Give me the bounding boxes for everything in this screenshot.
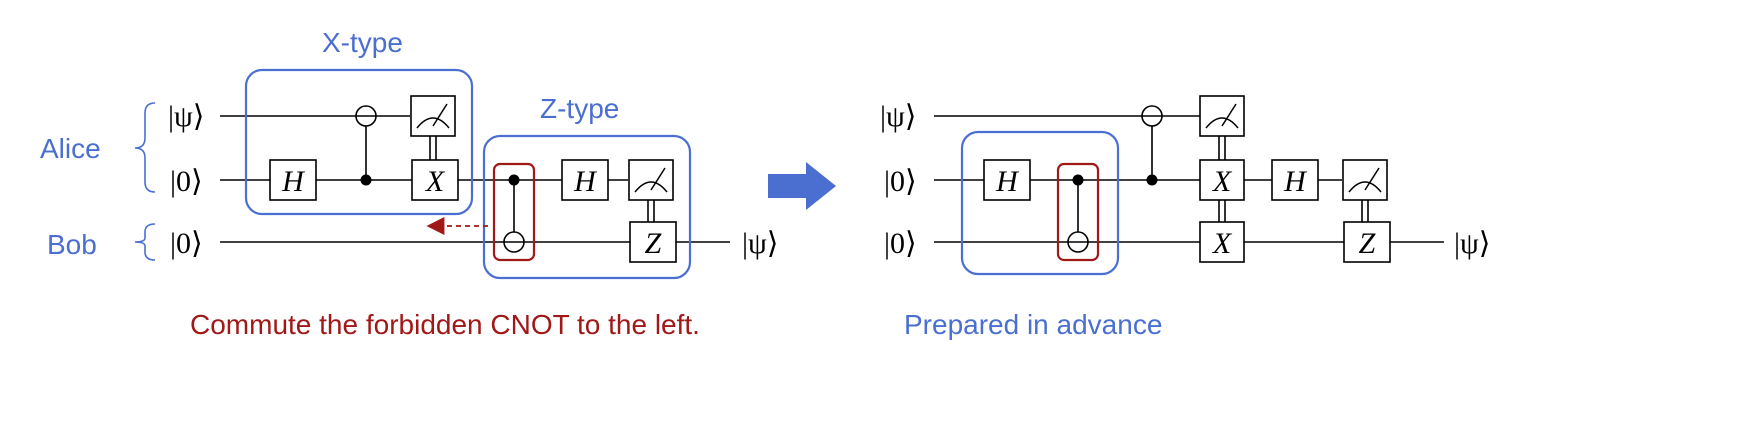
measure-icon (1199, 95, 1245, 137)
left-circuit: Alice Bob |ψ⟩ |0⟩ |0⟩ H (40, 27, 779, 340)
bob-label: Bob (47, 229, 97, 260)
big-right-arrow-icon (768, 162, 836, 210)
caption-left: Commute the forbidden CNOT to the left. (190, 309, 700, 340)
x-type-frame (244, 68, 474, 216)
prepared-cnot (1067, 174, 1089, 253)
h-gate-right-1: H (983, 159, 1031, 201)
alice-brace (134, 102, 156, 193)
svg-text:Z: Z (645, 227, 662, 260)
prepared-frame (960, 130, 1120, 276)
bob-brace (134, 223, 156, 261)
z-type-frame (482, 134, 692, 280)
svg-text:H: H (281, 165, 306, 198)
h-gate-left-2: H (561, 159, 609, 201)
h-gate-right-2: H (1271, 159, 1319, 201)
svg-text:X: X (1212, 165, 1233, 198)
forbidden-cnot (503, 174, 525, 253)
prepared-cnot-red-frame (1056, 162, 1100, 262)
svg-text:X: X (425, 165, 446, 198)
h-gate-left-1: H (269, 159, 317, 201)
ket-psi-output-left: |ψ⟩ (742, 227, 779, 260)
svg-text:H: H (1283, 165, 1308, 198)
cnot-right-1 (1141, 105, 1163, 186)
ket-zero-q3-right: |0⟩ (884, 227, 917, 260)
z-type-label: Z-type (540, 93, 619, 124)
x-type-label: X-type (322, 27, 403, 58)
measure-icon (410, 95, 456, 137)
ket-zero-q3: |0⟩ (170, 227, 203, 260)
svg-text:H: H (573, 165, 598, 198)
alice-label: Alice (40, 133, 101, 164)
svg-text:H: H (995, 165, 1020, 198)
measure-icon (1342, 159, 1388, 201)
caption-right: Prepared in advance (904, 309, 1162, 340)
x-gate-left: X (411, 159, 459, 201)
svg-text:X: X (1212, 227, 1233, 260)
z-gate-left: Z (629, 221, 677, 263)
measure-icon (628, 159, 674, 201)
x-gate-right-q3: X (1199, 221, 1245, 263)
ket-psi-q1-right: |ψ⟩ (880, 100, 917, 133)
right-circuit: |ψ⟩ |0⟩ |0⟩ H (880, 95, 1491, 340)
ket-zero-q2-right: |0⟩ (884, 165, 917, 198)
forbidden-cnot-red-frame (492, 162, 536, 262)
svg-text:Z: Z (1359, 227, 1376, 260)
ket-zero-q2: |0⟩ (170, 165, 203, 198)
x-gate-right-q2: X (1199, 159, 1245, 201)
ket-psi-output-right: |ψ⟩ (1454, 227, 1491, 260)
z-gate-right: Z (1343, 221, 1391, 263)
cnot-left-1 (355, 105, 377, 186)
ket-psi-q1: |ψ⟩ (168, 100, 205, 133)
